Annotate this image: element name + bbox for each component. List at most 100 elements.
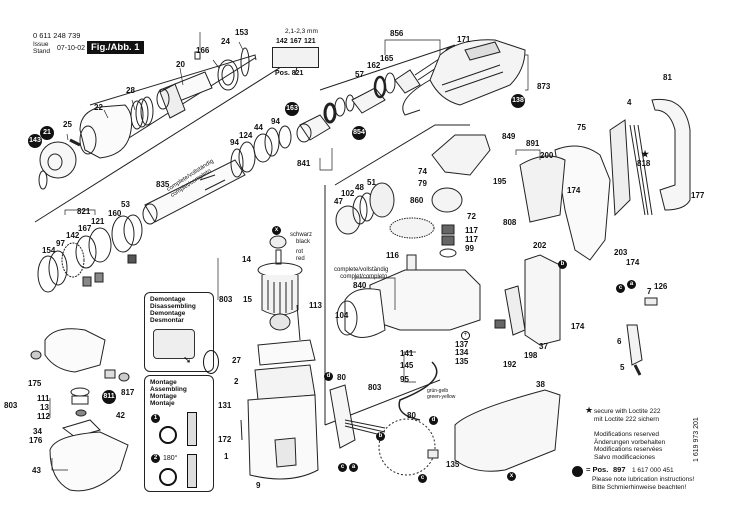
part-label-22: 22 xyxy=(94,103,103,112)
part-label-141: 141 xyxy=(400,349,414,358)
complete-label-840: complete/vollständig complet/completo xyxy=(334,267,388,280)
part-label-860: 860 xyxy=(410,196,424,205)
spring-coil-icon xyxy=(159,468,177,486)
spring-coil-icon xyxy=(159,426,177,444)
part-label-113: 113 xyxy=(309,301,322,310)
step-2-badge: 2 xyxy=(151,454,160,463)
step-1-badge: 1 xyxy=(151,414,160,423)
disassembly-line-en: Disassembling xyxy=(150,303,196,310)
part-label-134: 134 xyxy=(455,348,469,357)
callout-c-detail: c xyxy=(418,474,427,483)
part-label-835: 835 xyxy=(156,180,170,189)
part-81-handle xyxy=(651,98,691,211)
part-label-116: 116 xyxy=(386,251,399,260)
assembly-instruction-box: Montage Assembling Montage Montaje 1 2 1… xyxy=(144,375,214,492)
part-label-817: 817 xyxy=(121,388,135,397)
inset-part-142: 142 xyxy=(276,38,288,45)
part-24-bearing xyxy=(217,59,239,91)
part-label-174-lower: 174 xyxy=(571,322,585,331)
part-label-803-brush: 803 xyxy=(4,401,18,410)
part-42-brush-plate xyxy=(30,328,130,382)
part-label-131: 131 xyxy=(218,401,232,410)
part-label-841: 841 xyxy=(297,159,311,168)
part-1-motor-housing xyxy=(240,339,319,480)
detail-circle xyxy=(378,418,436,476)
part-label-2: 2 xyxy=(234,377,239,386)
callout-a-switch: a xyxy=(349,463,358,472)
part-38-base-cover xyxy=(454,389,561,472)
part-label-891: 891 xyxy=(526,139,540,148)
part-label-174-upper: 174 xyxy=(567,186,581,195)
stand-label: Stand xyxy=(33,48,50,55)
part-117-bearings xyxy=(441,224,455,246)
part-label-175: 175 xyxy=(28,379,42,388)
part-label-143-lubricate: 143 xyxy=(28,134,42,148)
part-label-20: 20 xyxy=(176,60,185,69)
wire-gy-en: green-yellow xyxy=(427,393,456,400)
part-label-27: 27 xyxy=(232,356,241,365)
part-label-124: 124 xyxy=(239,131,253,140)
part-label-80-switch: 80 xyxy=(337,373,346,382)
part-label-137: 137 xyxy=(455,340,469,349)
rotate-angle: 180° xyxy=(163,455,178,462)
part-label-160: 160 xyxy=(108,209,122,218)
inset-part-121: 121 xyxy=(304,38,316,45)
part-label-117-lower: 117 xyxy=(465,235,478,244)
callout-d-switch: d xyxy=(324,372,333,381)
part-label-803-armature: 803 xyxy=(219,295,233,304)
part-72-gear xyxy=(431,187,463,213)
part-label-7: 7 xyxy=(647,287,652,296)
pos-number: 897 xyxy=(613,465,626,474)
wire-red-de: rot xyxy=(296,249,304,255)
part-label-1: 1 xyxy=(224,452,229,461)
part-label-97: 97 xyxy=(56,239,65,248)
part-15-armature xyxy=(257,235,303,331)
part-label-53: 53 xyxy=(121,200,130,209)
part-label-42: 42 xyxy=(116,411,125,420)
part-label-81: 81 xyxy=(663,73,672,82)
wire-gy-de: grün-gelb xyxy=(427,388,449,394)
callout-b-detail: b xyxy=(376,432,385,441)
wire-red-label: rot red xyxy=(296,249,305,262)
part-label-15: 15 xyxy=(243,295,252,304)
pos-part-number: 1 617 000 451 xyxy=(632,467,674,474)
part-label-153: 153 xyxy=(235,28,249,37)
part-label-112: 112 xyxy=(37,412,50,421)
lubrication-en: Please note lubrication instructions! xyxy=(592,476,695,483)
part-label-172: 172 xyxy=(218,435,232,444)
part-135-terminal xyxy=(427,449,439,459)
section-divider xyxy=(334,124,470,186)
part-label-202: 202 xyxy=(533,241,547,250)
issue-label: Issue xyxy=(33,41,49,48)
part-75-housing xyxy=(519,145,611,261)
part-label-177: 177 xyxy=(691,191,705,200)
disassembly-line-de: Demontage xyxy=(150,296,186,303)
part-label-21-lubricate: 21 xyxy=(40,126,54,140)
part-854-group xyxy=(323,94,355,124)
part-47-51-gear-set xyxy=(335,182,395,235)
figure-label: Fig./Abb. 1 xyxy=(87,41,144,54)
complete-label-line2: complet/completo xyxy=(340,273,388,280)
lubrication-dot-icon xyxy=(572,466,583,477)
part-label-111: 111 xyxy=(37,394,50,403)
part-label-840: 840 xyxy=(353,281,367,290)
part-label-167: 167 xyxy=(78,224,92,233)
part-label-6: 6 xyxy=(617,337,622,346)
part-label-162: 162 xyxy=(367,61,381,70)
part-840-gear-housing xyxy=(336,269,481,338)
complete-label-line1: complete/vollständig xyxy=(334,267,389,273)
lubrication-de: Bitte Schmierhinweise beachten! xyxy=(592,483,687,491)
part-label-102: 102 xyxy=(341,189,355,198)
part-label-203: 203 xyxy=(614,248,628,257)
inset-caption: Pos. 821 xyxy=(275,70,304,77)
assembly-line-en: Assembling xyxy=(150,386,187,393)
part-label-808: 808 xyxy=(503,218,517,227)
part-label-94-upper: 94 xyxy=(271,117,280,126)
part-label-121: 121 xyxy=(91,217,105,226)
callout-d-detail: d xyxy=(429,416,438,425)
part-label-75: 75 xyxy=(577,123,586,132)
part-94-124-44-rings xyxy=(230,125,292,178)
part-label-821: 821 xyxy=(77,207,91,216)
wire-red-en: red xyxy=(296,255,305,262)
part-label-166: 166 xyxy=(196,46,210,55)
